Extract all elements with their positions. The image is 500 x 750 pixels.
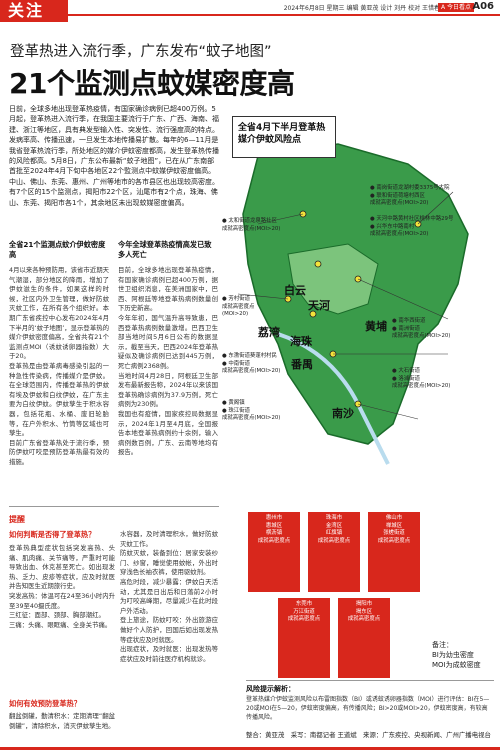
map-callout: ● 黄阁镇 ● 珠江街道 成就高密度点(MOI>20) [222,400,281,422]
district-label: 黄埔 [365,320,387,333]
section-divider [9,506,219,507]
map-label-text: 全省4月下半月登革热媒介伊蚊风险点 [238,123,326,145]
leader-line [257,213,304,225]
district-label: 南沙 [332,407,354,420]
district-label: 荔湾 [258,326,280,339]
map-callout: ● 天河中路黄村社区桃林中路29号 ● 兴华东中路南村 成就高密度点(MOI>2… [370,216,454,238]
leader-line [357,278,449,320]
mosquito-point-card: 东莞市 万江街道 成就高密度点 [278,598,330,678]
map-callout: ● 东漖街道葵蓬村村民 ● 中南街道 成就高密度点(MOI>20) [222,353,281,375]
article-subtitle: 登革热进入流行季，广东发布“蚊子地图” [10,44,272,60]
risk-divider [246,680,494,681]
tips-label: 提醒 [9,515,25,524]
district-label: 海珠 [290,335,312,348]
map-callout: ● 南岗街道龙湖村委3375号大院 ● 联和街道荷塘村西区 成就高密度点(MOI… [370,185,450,207]
tips-question-1: 如何判断是否得了登革热？ [9,530,96,539]
district-label: 白云 [284,284,306,297]
mosquito-point-card: 惠州市 惠城区 横沥镇 成就高密度点 [248,512,300,592]
mosquito-point-card: 揭阳市 揭东区 成就高密度点 [338,598,390,678]
mosquito-point-text: 惠州市 惠城区 横沥镇 成就高密度点 [257,515,291,544]
mosquito-point-card: 珠海市 金湾区 红旗镇 成就高密度点 [308,512,360,592]
leader-line [357,403,419,420]
hotspot-marker [314,260,322,268]
mosquito-point-text: 珠海市 金湾区 红旗镇 成就高密度点 [317,515,351,544]
map-callout: ● 大石街道 ● 洛浦街道 成就高密度点(MOI>20) [392,368,451,390]
risk-title: 风险提示解析： [246,685,295,693]
risk-text: 登革热媒介伊蚊监测风险以布雷图指数（BI）或诱蚊诱卵器指数（MOI）进行评估：B… [246,696,490,721]
section-tag: 关注 [0,0,68,22]
map-label: 全省4月下半月登革热媒介伊蚊风险点 [232,116,336,158]
mosquito-point-card: 佛山市 禅城区 张槎街道 成就高密度点 [368,512,420,592]
legend-note: 备注： BI为幼虫密度 MOI为成蚊密度 [432,641,481,669]
district-label: 天河 [308,299,330,312]
map-callout: ● 南华西街道 ● 南洲街道 成就高密度点(MOI>20) [392,318,451,340]
lead-paragraph: 日前，全球多地出现登革热疫情，有国家确诊病例已超400万例。5月起，登革热进入流… [9,105,219,207]
header-rule [68,14,500,16]
header-info: 2024年6月8日 星期三 编辑 黄亚茂 设计 刘丹 校对 王惜春 [283,5,440,12]
district-label: 番禺 [291,358,313,371]
page-number: A06 [472,1,494,12]
mid-column-text: 目前，全球多地出现登革热疫情，有国家确诊病例已超400万例，据世卫组织消息，在美… [118,266,218,457]
mosquito-point-text: 东莞市 万江街道 成就高密度点 [287,601,321,622]
left-column-heading: 全省21个监测点蚊介伊蚊密度高 [9,240,106,259]
left-column-text: 4月以来各种预防用，该省市近期天气潮湿，部分地区的降雨，增加了伊蚊滋生的条件，如… [9,266,109,466]
header-badge: A 今日看点 [437,3,474,12]
hotspot-marker [309,310,317,318]
leader-line [237,293,289,300]
leader-line [417,191,454,225]
map-callout: ● 芳村街道 成就高密度点(MOI>20) [222,296,255,318]
tips-question-2: 如何有效预防登革热？ [9,699,81,708]
page-bottom-rule [0,747,500,750]
mid-column-heading: 今年全球登革热疫情高发已致多人死亡 [118,240,212,259]
map-callout: ● 太和街道龙泉路社区 成就高密度点(MOI>20) [222,218,281,232]
tips-answer-1: 登革热典型症状包括突发高热、头痛、肌肉痛、关节痛等，严重时可能导致出血、休克甚至… [9,544,115,629]
prevention-text: 水容器，及时清理积水，做好防蚊灭蚊工作。 防蚊灭蚊，装备到位：居家安装纱门、纱窗… [120,530,218,663]
map-central [287,243,379,315]
guangzhou-map [237,143,469,465]
mosquito-point-text: 佛山市 禅城区 张槎街道 成就高密度点 [377,515,411,544]
credits: 整合：黄亚茂 采写：南都记者 王道斌 来源：广东疾控、央视新闻、广州广播电视台 [246,731,491,739]
article-title: 21个监测点蚊媒密度高 [9,67,295,100]
tips-answer-2: 翻盆倒罐，勤清积水：定期清理“翻盆倒罐”，清除积水，消灭伊蚊孳生地。 [9,712,115,730]
mosquito-point-text: 揭阳市 揭东区 成就高密度点 [347,601,381,622]
